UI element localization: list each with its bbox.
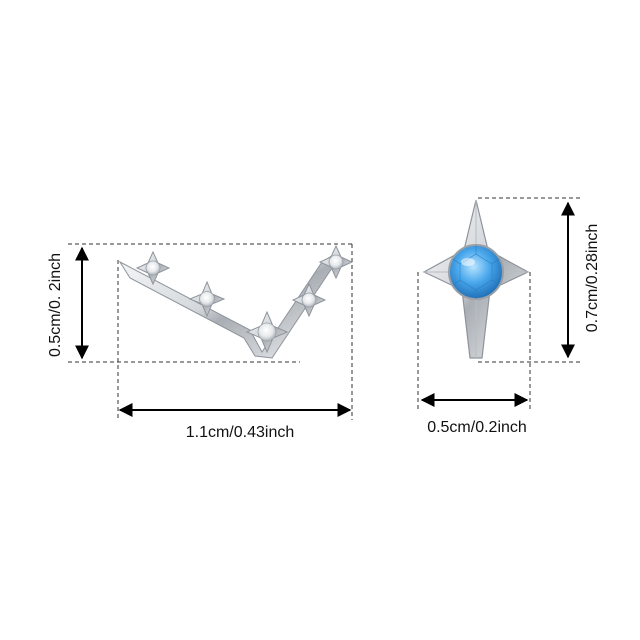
right-earring-guides (417, 197, 580, 412)
right-earring-image (422, 199, 530, 359)
left-star-3 (245, 310, 289, 354)
left-star-5 (318, 244, 354, 280)
left-star-4 (291, 282, 327, 318)
left-earring-image (118, 244, 354, 359)
left-star-2 (188, 280, 226, 318)
left-height-label: 0.5cm/0. 2inch (47, 253, 64, 357)
left-width-label: 1.1cm/0.43inch (186, 424, 295, 441)
right-width-label: 0.5cm/0.2inch (427, 419, 527, 436)
right-height-label: 0.7cm/0.28inch (584, 224, 601, 333)
left-star-1 (135, 250, 171, 286)
left-earring-guides (68, 243, 353, 420)
